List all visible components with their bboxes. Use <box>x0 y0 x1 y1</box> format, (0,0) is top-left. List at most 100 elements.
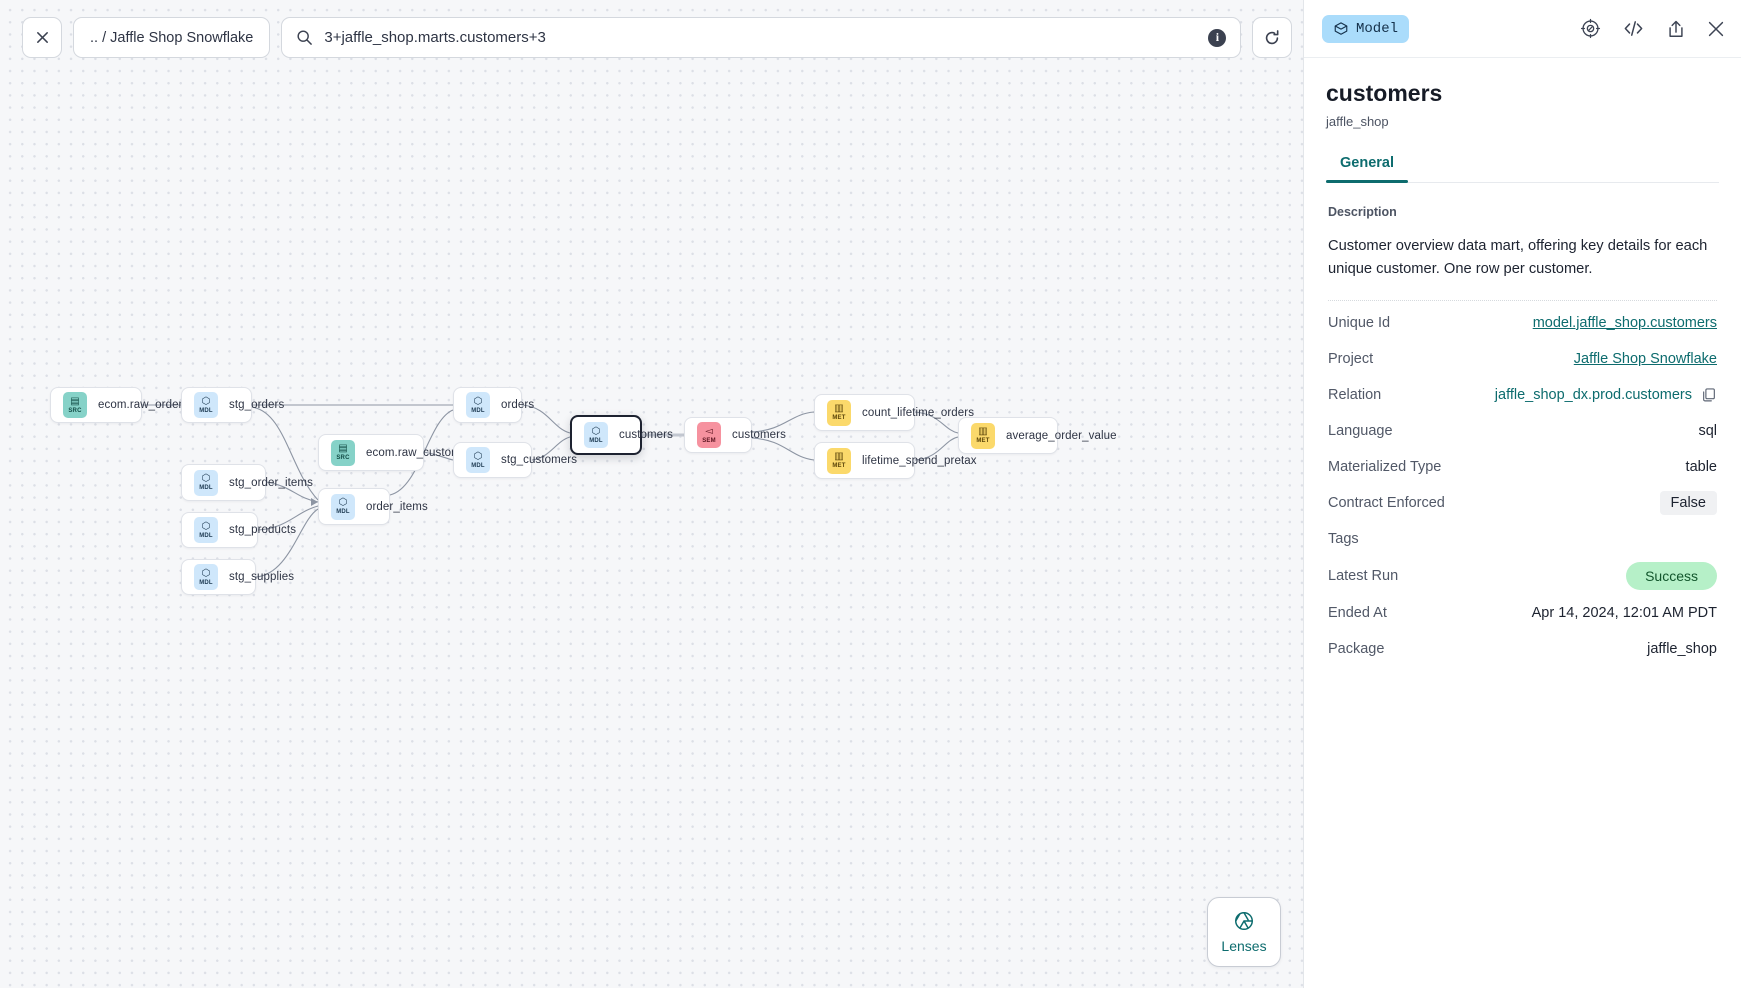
field-row: Relation jaffle_shop_dx.prod.customers <box>1328 377 1717 413</box>
field-key: Unique Id <box>1328 314 1391 331</box>
panel-body: Description Customer overview data mart,… <box>1304 183 1741 988</box>
mdl-badge-icon: ⬡MDL <box>194 469 218 496</box>
panel-tabs: General <box>1326 155 1719 183</box>
field-key: Project <box>1328 350 1374 367</box>
graph-node-label: lifetime_spend_pretax <box>862 454 977 467</box>
graph-node-label: count_lifetime_orders <box>862 406 975 419</box>
src-badge-icon: ▤SRC <box>331 439 355 466</box>
field-value: sql <box>1698 423 1717 439</box>
graph-node-label: stg_customers <box>501 454 578 466</box>
graph-node-ecom_raw_customers[interactable]: ▤SRC ecom.raw_customers <box>318 434 477 471</box>
src-badge-icon: ▤SRC <box>63 392 87 418</box>
graph-node-stg_products[interactable]: ⬡MDL stg_products <box>181 512 296 548</box>
field-value-text: jaffle_shop_dx.prod.customers <box>1494 386 1692 403</box>
status-badge: False <box>1659 490 1717 515</box>
field-value: jaffle_shop <box>1647 641 1717 657</box>
field-row: Materialized Type table <box>1328 449 1717 485</box>
met-badge-icon: ▥MET <box>971 422 995 449</box>
copy-icon[interactable] <box>1701 387 1717 403</box>
met-badge-icon: ▥MET <box>827 447 851 474</box>
search-icon <box>297 30 313 45</box>
lenses-label: Lenses <box>1221 938 1267 954</box>
field-value[interactable]: Jaffle Shop Snowflake <box>1574 351 1717 367</box>
field-key: Materialized Type <box>1328 458 1442 475</box>
tab-general[interactable]: General <box>1326 155 1408 183</box>
field-key: Tags <box>1328 530 1359 547</box>
graph-node-label: customers <box>732 429 786 441</box>
field-value[interactable]: jaffle_shop_dx.prod.customers <box>1495 387 1717 403</box>
graph-node-label: stg_supplies <box>229 571 295 583</box>
field-value[interactable]: model.jaffle_shop.customers <box>1533 315 1717 331</box>
breadcrumb[interactable]: .. / Jaffle Shop Snowflake <box>73 17 271 58</box>
explore-icon[interactable] <box>1580 18 1601 39</box>
divider <box>1328 299 1717 301</box>
field-row: Tags <box>1328 521 1717 557</box>
description-label: Description <box>1328 205 1397 219</box>
details-panel: Model <box>1303 0 1741 988</box>
page-title: customers <box>1326 80 1443 106</box>
panel-title-block: customers jaffle_shop <box>1304 58 1741 129</box>
panel-actions <box>1580 17 1725 40</box>
aperture-icon <box>1235 912 1253 930</box>
mdl-badge-icon: ⬡MDL <box>584 422 608 448</box>
field-row: Unique Id model.jaffle_shop.customers <box>1328 305 1717 341</box>
field-value-text: Apr 14, 2024, 12:01 AM PDT <box>1531 604 1717 621</box>
cube-icon <box>1334 21 1348 35</box>
field-value-text: jaffle_shop <box>1647 640 1717 657</box>
graph-node-label: stg_products <box>229 524 297 536</box>
graph-node-ecom_raw_orders[interactable]: ▤SRC ecom.raw_orders <box>50 387 188 423</box>
close-icon[interactable] <box>1707 20 1725 38</box>
mdl-badge-icon: ⬡MDL <box>194 564 218 590</box>
graph-node-label: ecom.raw_customers <box>366 446 478 459</box>
field-row: Contract Enforced False <box>1328 485 1717 521</box>
graph-node-stg_supplies[interactable]: ⬡MDL stg_supplies <box>181 559 294 595</box>
refresh-icon <box>1266 29 1279 44</box>
field-key: Contract Enforced <box>1328 494 1445 511</box>
panel-subtitle: jaffle_shop <box>1326 114 1389 129</box>
graph-node-stg_orders[interactable]: ⬡MDL stg_orders <box>181 387 284 423</box>
met-badge-icon: ▥MET <box>827 399 851 426</box>
field-value: Success <box>1626 561 1717 590</box>
mdl-badge-icon: ⬡MDL <box>466 392 490 418</box>
graph-node-lifetime_spend[interactable]: ▥MET lifetime_spend_pretax <box>814 442 977 479</box>
field-value-text: table <box>1685 458 1717 475</box>
graph-node-label: stg_orders <box>229 399 285 411</box>
status-badge: Success <box>1626 561 1717 590</box>
canvas-toolbar: .. / Jaffle Shop Snowflake i <box>22 17 1293 58</box>
panel-header: Model <box>1304 0 1741 58</box>
field-row: Ended At Apr 14, 2024, 12:01 AM PDT <box>1328 595 1717 631</box>
graph-node-avg_order_value[interactable]: ▥MET average_order_value <box>958 417 1116 454</box>
field-key: Relation <box>1328 386 1382 403</box>
lenses-button[interactable]: Lenses <box>1207 897 1281 967</box>
info-icon[interactable]: i <box>1208 28 1227 47</box>
mdl-badge-icon: ⬡MDL <box>194 517 218 543</box>
graph-node-stg_customers[interactable]: ⬡MDL stg_customers <box>453 442 577 478</box>
lineage-edges <box>142 404 959 578</box>
node-type-chip[interactable]: Model <box>1322 14 1410 43</box>
field-value-text: Jaffle Shop Snowflake <box>1573 350 1717 367</box>
mdl-badge-icon: ⬡MDL <box>194 392 218 418</box>
mdl-badge-icon: ⬡MDL <box>466 447 490 473</box>
graph-node-count_lifetime[interactable]: ▥MET count_lifetime_orders <box>814 394 974 431</box>
code-icon[interactable] <box>1622 17 1645 40</box>
graph-node-label: ecom.raw_orders <box>98 399 189 411</box>
search-input[interactable] <box>324 29 1198 46</box>
graph-node-label: average_order_value <box>1006 429 1117 442</box>
refresh-button[interactable] <box>1252 17 1293 58</box>
share-icon[interactable] <box>1666 19 1686 39</box>
field-key: Ended At <box>1328 604 1387 621</box>
search-bar[interactable]: i <box>281 17 1242 58</box>
node-type-label: Model <box>1356 20 1399 37</box>
close-lineage-button[interactable] <box>22 17 62 58</box>
